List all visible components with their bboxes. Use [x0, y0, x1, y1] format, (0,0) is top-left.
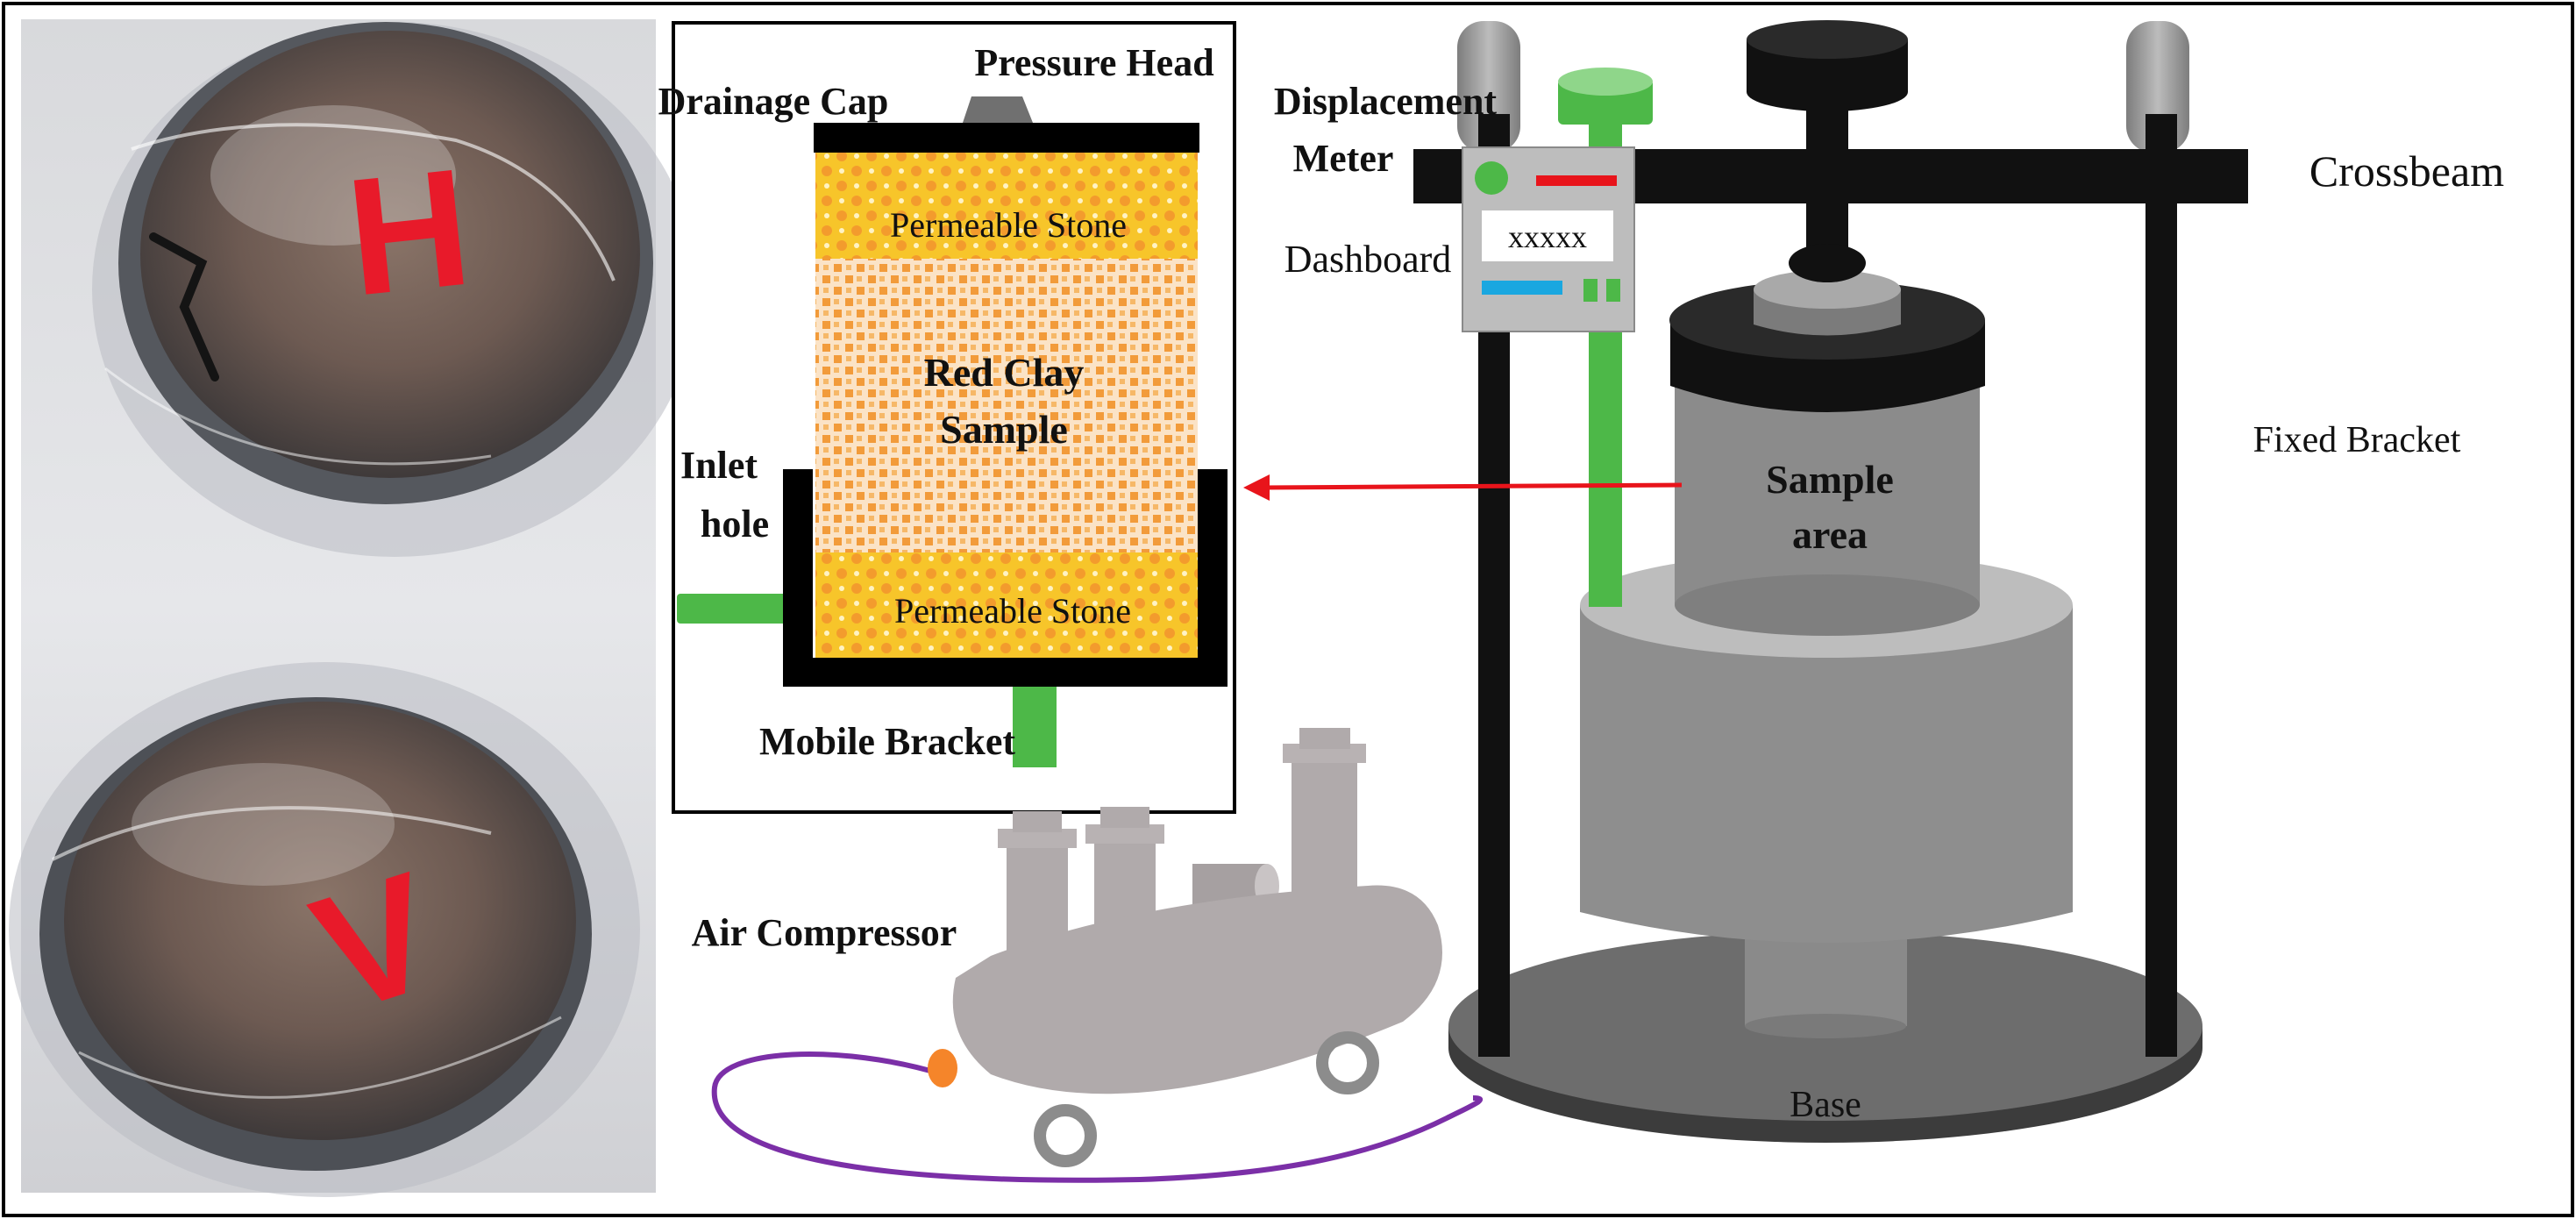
label-displacement-line2: Meter: [1293, 137, 1394, 180]
label-pressure-head: Pressure Head: [974, 41, 1213, 84]
sample-photo: H V: [9, 19, 697, 1197]
label-inlet-line1: Inlet: [680, 444, 758, 487]
label-inlet-line2: hole: [701, 503, 769, 545]
dashboard-readout: xxxxx: [1508, 219, 1587, 254]
dashboard-indicator-red: [1536, 175, 1617, 186]
label-red-clay-line1: Red Clay: [924, 350, 1085, 395]
dashboard-indicator-green-small-2: [1606, 279, 1620, 302]
inlet-pipe: [677, 594, 786, 624]
label-base: Base: [1790, 1085, 1861, 1125]
red-clay-sample: [815, 259, 1198, 552]
label-air-compressor: Air Compressor: [692, 911, 957, 954]
compressor-nozzle: [928, 1049, 957, 1087]
air-hose: [711, 1051, 1483, 1183]
label-red-clay-line2: Sample: [940, 407, 1068, 452]
label-permeable-stone-bottom: Permeable Stone: [894, 591, 1131, 631]
dashboard-indicator-green-small-1: [1583, 279, 1598, 302]
mobile-bracket-stem: [1013, 684, 1057, 767]
loading-cap: [1669, 270, 1985, 412]
label-displacement-line1: Displacement: [1274, 80, 1498, 123]
label-mobile-bracket: Mobile Bracket: [759, 720, 1015, 763]
pressure-head: [963, 96, 1033, 123]
fixed-bracket-right: [2126, 21, 2189, 1057]
consolidation-apparatus: Base Sample area: [1243, 20, 2504, 1143]
label-drainage-cap: Drainage Cap: [658, 80, 889, 123]
container-left-wall: [783, 469, 813, 687]
container-right-wall: [1198, 469, 1228, 687]
container-bottom: [783, 658, 1228, 687]
drainage-cap: [814, 123, 1199, 153]
label-dashboard: Dashboard: [1284, 238, 1452, 281]
label-permeable-stone-top: Permeable Stone: [890, 205, 1127, 245]
pointer-arrow: [1243, 474, 1683, 501]
label-crossbeam: Crossbeam: [2309, 146, 2504, 196]
dashboard-panel: xxxxx: [1462, 146, 1635, 332]
air-compressor: Air Compressor: [692, 728, 1483, 1183]
label-fixed-bracket: Fixed Bracket: [2253, 420, 2461, 460]
bottom-sample-disk: V: [9, 662, 640, 1197]
label-sample-area-line2: area: [1792, 512, 1868, 557]
permeable-stone-top: [815, 149, 1198, 259]
top-sample-mark: H: [339, 134, 479, 331]
inset-cross-section: Pressure Head Drainage Cap Permeable Sto…: [658, 21, 1236, 814]
label-sample-area-line1: Sample: [1766, 457, 1894, 502]
permeable-stone-bottom: [815, 552, 1198, 658]
sample-area-cylinder: Sample area: [1675, 368, 1980, 636]
dashboard-indicator-green: [1475, 161, 1508, 195]
loading-screw: [1747, 20, 1908, 282]
compressor-wheel-right: [1316, 1031, 1379, 1094]
top-sample-disk: H: [92, 22, 697, 557]
dashboard-indicator-blue: [1482, 281, 1562, 295]
compressor-wheel-left: [1034, 1104, 1097, 1167]
